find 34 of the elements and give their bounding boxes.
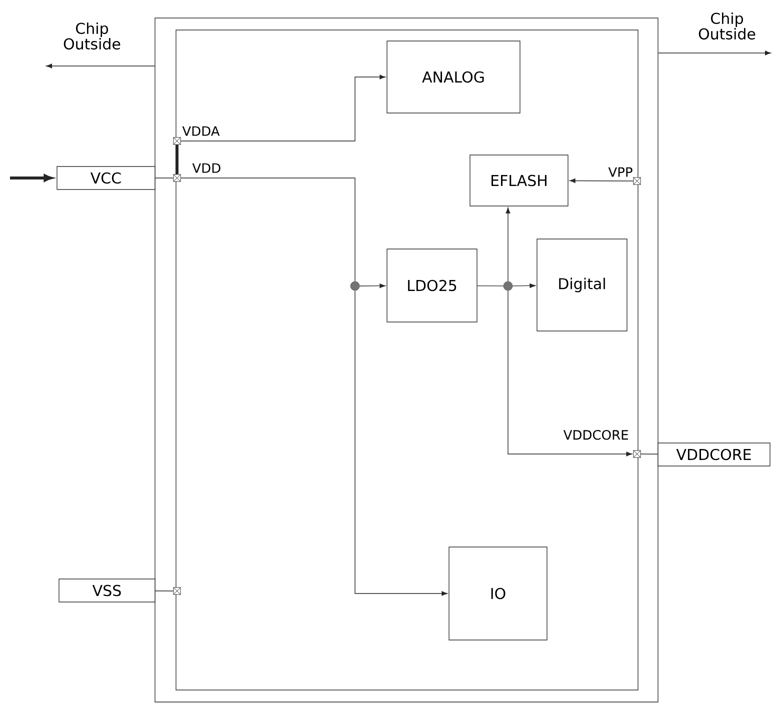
- pin-pad: [173, 587, 181, 595]
- pin-pad: [633, 177, 641, 185]
- pin-box: VCC: [56, 166, 156, 190]
- pin-pad: [173, 137, 181, 145]
- pin-box: VDDCORE: [658, 442, 770, 466]
- junction-dot: [503, 281, 513, 291]
- arrow: [506, 208, 510, 282]
- edge-label: Chip Outside: [64, 22, 120, 50]
- arrow: [354, 290, 448, 596]
- pin-label: VPP: [608, 167, 632, 177]
- pin-label: VDD: [192, 163, 220, 173]
- bus-bar: [176, 144, 178, 174]
- block-box: Digital: [536, 238, 628, 332]
- connector-line: [477, 285, 504, 286]
- block-box: EFLASH: [470, 154, 568, 206]
- pin-label: VDDA: [182, 126, 220, 136]
- arrow: [180, 74, 386, 142]
- arrow: [570, 178, 634, 183]
- pin-box: VSS: [58, 578, 156, 602]
- junction-dot: [350, 281, 360, 291]
- pin-pad: [173, 174, 181, 182]
- arrow: [46, 64, 155, 68]
- arrow: [359, 284, 386, 288]
- pin-pad: [633, 450, 641, 458]
- block-box: IO: [448, 546, 548, 640]
- arrow: [658, 50, 771, 56]
- arrow: [508, 290, 632, 456]
- block-box: ANALOG: [386, 40, 520, 114]
- pin-label: VDDCORE: [563, 430, 628, 440]
- edge-label: Chip Outside: [698, 12, 756, 40]
- connector-line: [180, 178, 356, 282]
- connector-line: [155, 590, 174, 592]
- block-box: LDO25: [386, 248, 478, 322]
- arrow: [512, 283, 536, 288]
